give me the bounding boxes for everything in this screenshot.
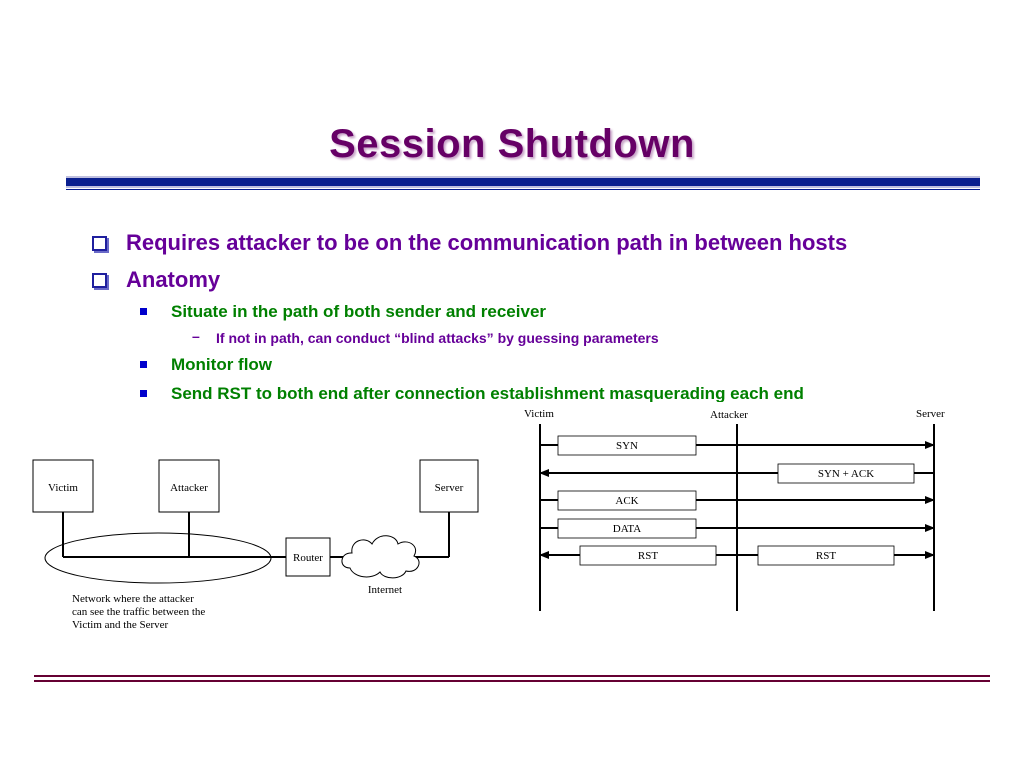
bullet-box-icon bbox=[92, 273, 107, 288]
rst-victim-label: RST bbox=[638, 550, 658, 562]
bullet-blind-attacks: If not in path, can conduct “blind attac… bbox=[216, 330, 659, 346]
attacker-network-ellipse bbox=[44, 532, 272, 584]
network-note-line2: can see the traffic between the bbox=[72, 606, 205, 618]
network-note-line3: Victim and the Server bbox=[72, 619, 169, 631]
syn-box bbox=[557, 435, 697, 456]
bullet-send-rst: Send RST to both end after connection es… bbox=[171, 384, 804, 402]
bullet-square-icon bbox=[140, 308, 147, 315]
seq-server-label: Server bbox=[916, 408, 945, 420]
bottom-divider bbox=[34, 675, 990, 682]
server-box bbox=[419, 459, 479, 513]
network-note-line1: Network where the attacker bbox=[72, 593, 194, 605]
rst-server-label: RST bbox=[816, 550, 836, 562]
router-label: Router bbox=[293, 552, 323, 564]
bullet-dash-icon: – bbox=[192, 328, 200, 344]
seq-attacker-label: Attacker bbox=[710, 409, 748, 421]
victim-label: Victim bbox=[48, 482, 78, 494]
server-label: Server bbox=[435, 482, 464, 494]
bullet-situate: Situate in the path of both sender and r… bbox=[171, 302, 547, 321]
sequence-diagram: Victim Attacker Server SYN SYN + ACK ACK… bbox=[524, 408, 945, 611]
internet-label: Internet bbox=[368, 584, 402, 596]
bullet-requires-attacker: Requires attacker to be on the communica… bbox=[126, 230, 848, 255]
data-label: DATA bbox=[613, 523, 642, 535]
data-box bbox=[557, 518, 697, 539]
bullet-monitor-flow: Monitor flow bbox=[171, 355, 273, 374]
ack-box bbox=[557, 490, 697, 511]
bullet-box-icon bbox=[92, 236, 107, 251]
bullet-anatomy: Anatomy bbox=[126, 267, 221, 292]
syn-label: SYN bbox=[616, 440, 638, 452]
ack-label: ACK bbox=[615, 495, 638, 507]
attacker-label: Attacker bbox=[170, 482, 208, 494]
bullet-square-icon bbox=[140, 390, 147, 397]
slide-title: Session Shutdown bbox=[329, 122, 695, 166]
attacker-box bbox=[158, 459, 220, 513]
seq-victim-label: Victim bbox=[524, 408, 554, 420]
bullet-square-icon bbox=[140, 361, 147, 368]
rst-victim-box bbox=[579, 545, 717, 566]
synack-box bbox=[777, 463, 915, 484]
title-divider bbox=[66, 176, 980, 190]
rst-server-box bbox=[757, 545, 895, 566]
internet-cloud-icon bbox=[341, 535, 420, 579]
victim-box bbox=[32, 459, 94, 513]
bullet-list: Requires attacker to be on the communica… bbox=[92, 230, 848, 402]
network-diagram: Victim Attacker Server Router Internet N… bbox=[32, 459, 479, 631]
synack-label: SYN + ACK bbox=[818, 468, 874, 480]
